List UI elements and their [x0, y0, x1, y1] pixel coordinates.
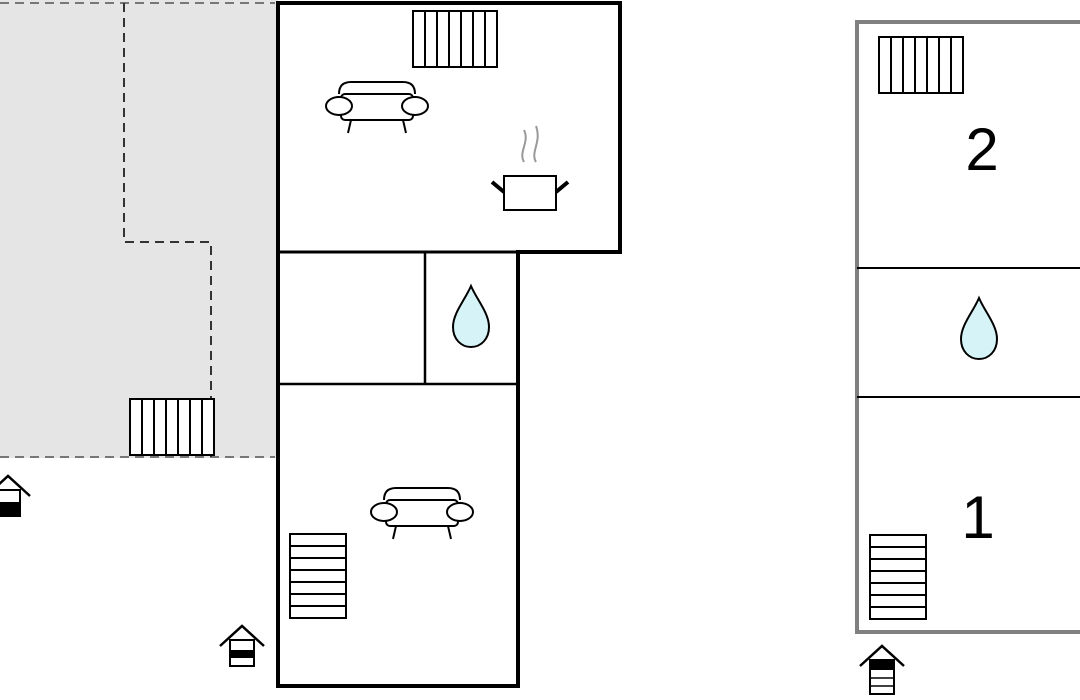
entrance-icon — [0, 474, 31, 517]
stairs-icon — [869, 534, 927, 620]
terrace-area — [0, 0, 278, 458]
room-label-1: 1 — [961, 484, 994, 551]
stairs-icon — [129, 398, 215, 456]
main-building-walls — [276, 1, 622, 688]
stairs-icon — [412, 10, 498, 68]
entrance-icon — [219, 624, 265, 667]
stairs-icon — [878, 36, 964, 94]
cooking-pot-icon — [490, 125, 570, 211]
stairs-icon — [289, 533, 347, 619]
room-label-2: 2 — [965, 116, 998, 183]
entrance-icon — [859, 644, 905, 695]
